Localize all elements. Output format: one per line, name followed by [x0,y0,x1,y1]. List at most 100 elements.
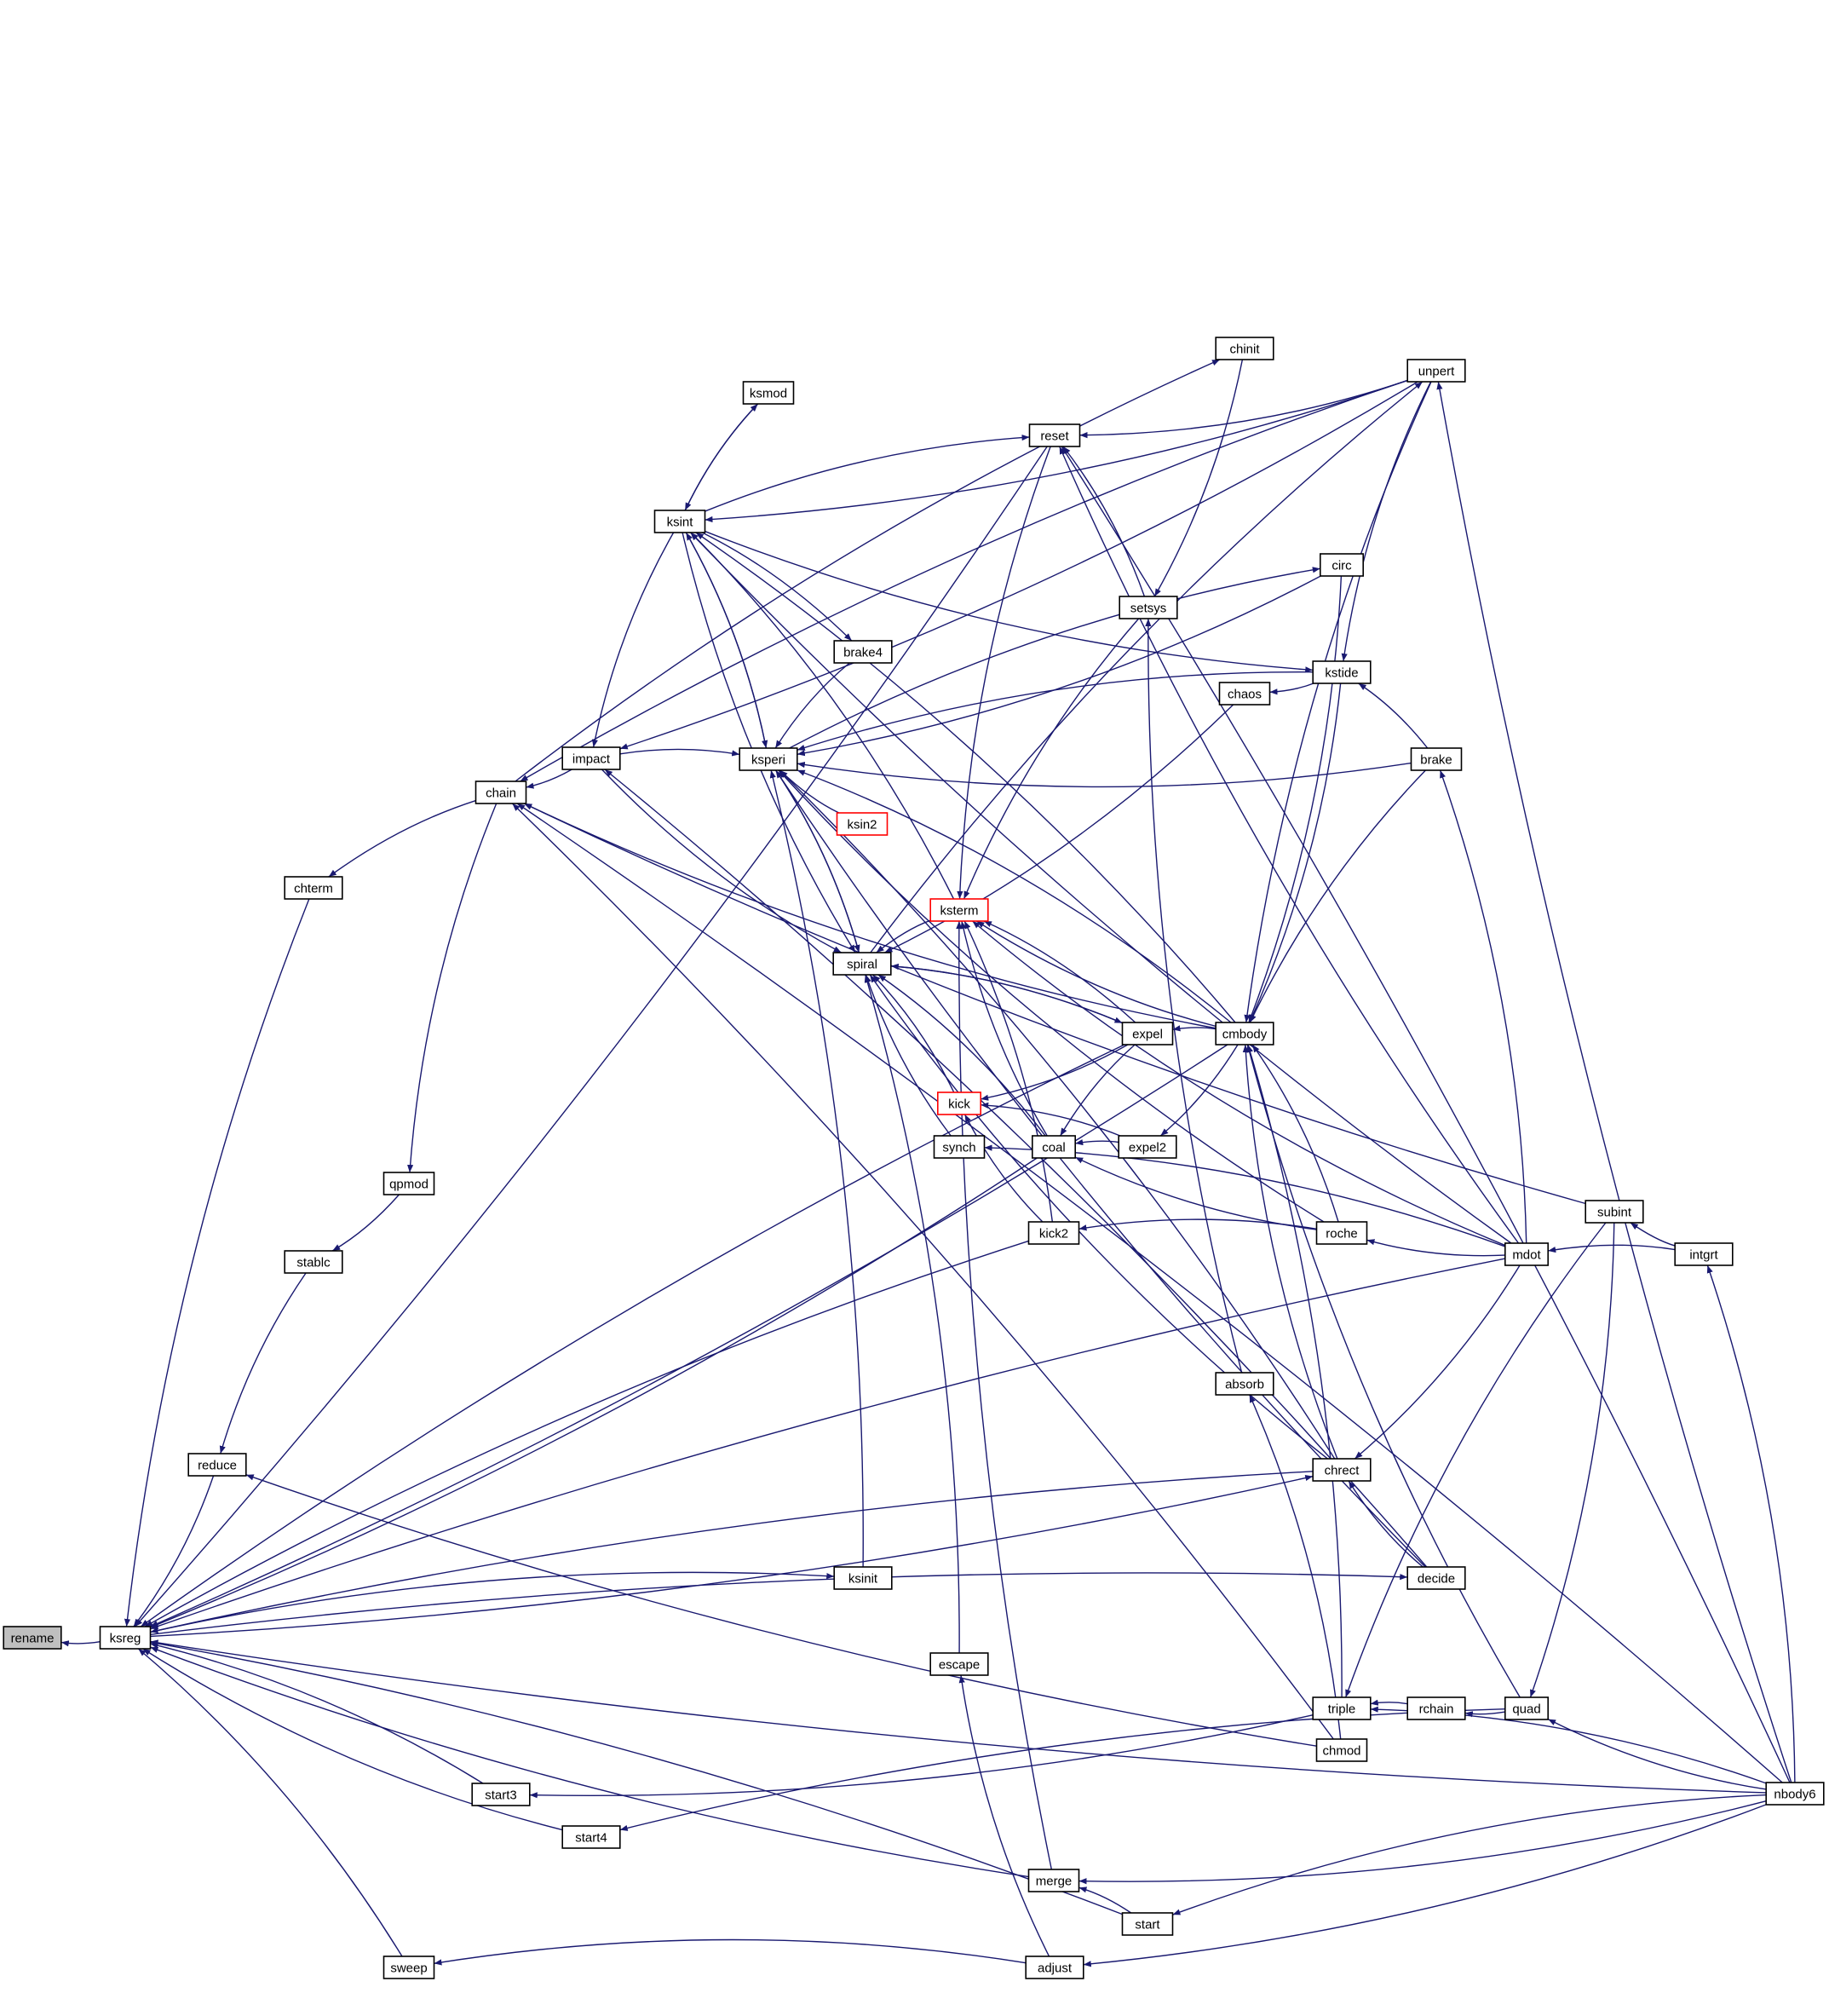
node-kstide[interactable]: kstide [1312,660,1372,684]
node-ksreg[interactable]: ksreg [99,1626,152,1650]
node-ksperi[interactable]: ksperi [739,747,798,771]
node-label: ksin2 [847,818,877,832]
node-box [937,1092,982,1115]
node-coal[interactable]: coal [1032,1135,1077,1159]
node-box [739,747,798,771]
node-absorb[interactable]: absorb [1215,1372,1274,1396]
node-start4[interactable]: start4 [561,1825,621,1849]
node-kick2[interactable]: kick2 [1027,1221,1080,1245]
node-chinit[interactable]: chinit [1215,337,1274,360]
edge-cmbody-to-ksterm [976,920,1216,1028]
node-spiral[interactable]: spiral [832,952,892,976]
node-setsys[interactable]: setsys [1119,596,1178,619]
edge-brake-to-cmbody [1249,769,1426,1023]
edge-ksperi-to-circ [789,567,1320,749]
node-ksterm[interactable]: ksterm [929,898,989,922]
node-box [929,898,989,922]
edge-reset-to-ksterm [957,446,1051,900]
edge-coal-to-ksterm [960,920,1048,1137]
node-box [1215,1372,1274,1396]
node-ksmod[interactable]: ksmod [742,381,795,405]
node-chmod[interactable]: chmod [1315,1738,1368,1762]
node-mdot[interactable]: mdot [1504,1242,1550,1266]
node-box [1315,1221,1368,1245]
edge-chrect-to-cmbody [1242,1044,1338,1460]
node-box [561,1825,621,1849]
edge-spiral-to-expel [890,965,1123,1024]
node-label: kick2 [1039,1227,1068,1241]
edge-start4-to-ksreg [142,1648,563,1831]
node-ksinit[interactable]: ksinit [833,1566,893,1590]
node-label: adjust [1038,1961,1073,1976]
node-sweep[interactable]: sweep [382,1956,435,1979]
node-rchain[interactable]: rchain [1406,1696,1466,1720]
node-roche[interactable]: roche [1315,1221,1368,1245]
node-rename[interactable]: rename [3,1626,62,1650]
node-impact[interactable]: impact [561,746,621,770]
edge-subint-to-chain [523,803,1586,1205]
edge-expel2-to-coal [1075,1138,1119,1146]
node-cmbody[interactable]: cmbody [1215,1022,1274,1045]
node-label: impact [572,752,611,767]
node-label: ksmod [750,387,787,401]
node-box [1312,1458,1372,1482]
node-start3[interactable]: start3 [471,1783,531,1806]
edge-nbody6-to-adjust [1083,1804,1767,1967]
node-chrect[interactable]: chrect [1312,1458,1372,1482]
node-escape[interactable]: escape [929,1652,989,1676]
edge-nbody6-to-quad [1547,1719,1767,1790]
node-label: absorb [1225,1378,1264,1392]
edge-nbody6-to-merge [1078,1800,1767,1885]
node-label: setsys [1130,602,1167,616]
edge-cmbody-to-ksperi [797,769,1232,1023]
node-adjust[interactable]: adjust [1025,1956,1084,1979]
node-ksin2[interactable]: ksin2 [836,812,889,836]
node-brake[interactable]: brake [1410,747,1463,771]
node-label: triple [1328,1702,1356,1717]
edge-layer [60,359,1796,1967]
node-box [929,1652,989,1676]
edge-ksmod-to-ksint [684,403,759,511]
node-stablc[interactable]: stablc [284,1250,343,1274]
edge-chain-to-chinit [515,359,1221,782]
node-expel[interactable]: expel [1121,1022,1174,1045]
node-brake4[interactable]: brake4 [833,640,893,664]
node-kick[interactable]: kick [937,1092,982,1115]
node-unpert[interactable]: unpert [1406,359,1466,383]
node-chterm[interactable]: chterm [284,876,343,900]
node-box [1121,1022,1174,1045]
node-label: reduce [198,1459,237,1473]
node-nbody6[interactable]: nbody6 [1765,1782,1825,1806]
node-box [933,1135,986,1159]
node-chaos[interactable]: chaos [1218,682,1271,706]
node-chain[interactable]: chain [475,780,527,804]
node-circ[interactable]: circ [1320,553,1365,577]
node-merge[interactable]: merge [1027,1869,1080,1892]
node-subint[interactable]: subint [1585,1200,1644,1224]
node-synch[interactable]: synch [933,1135,986,1159]
node-ksint[interactable]: ksint [653,510,706,533]
edge-chaos-to-spiral [884,704,1234,953]
node-intgrt[interactable]: intgrt [1674,1242,1734,1266]
node-label: chain [486,786,516,801]
node-qpmod[interactable]: qpmod [382,1172,435,1195]
node-reduce[interactable]: reduce [187,1453,247,1477]
edge-ksint-to-kstide [705,530,1314,673]
edge-subint-to-quad [1529,1222,1615,1698]
node-label: kstide [1325,666,1358,681]
edge-expel-to-coal [1060,1044,1136,1137]
node-triple[interactable]: triple [1312,1696,1372,1720]
edge-mdot-to-brake [1439,769,1527,1244]
node-box [833,640,893,664]
node-decide[interactable]: decide [1406,1566,1466,1590]
node-expel2[interactable]: expel2 [1118,1135,1177,1159]
node-reset[interactable]: reset [1028,423,1081,447]
edge-kick2-to-ksreg [144,1240,1029,1627]
edge-chrect-to-ksperi [779,769,1336,1460]
node-start[interactable]: start [1121,1912,1174,1936]
edge-expel-to-kick [981,1044,1129,1101]
edge-mdot-to-ksreg [150,1258,1505,1630]
node-label: chmod [1322,1744,1360,1759]
node-quad[interactable]: quad [1504,1696,1550,1720]
edge-kick2-to-kick [964,1114,1044,1223]
